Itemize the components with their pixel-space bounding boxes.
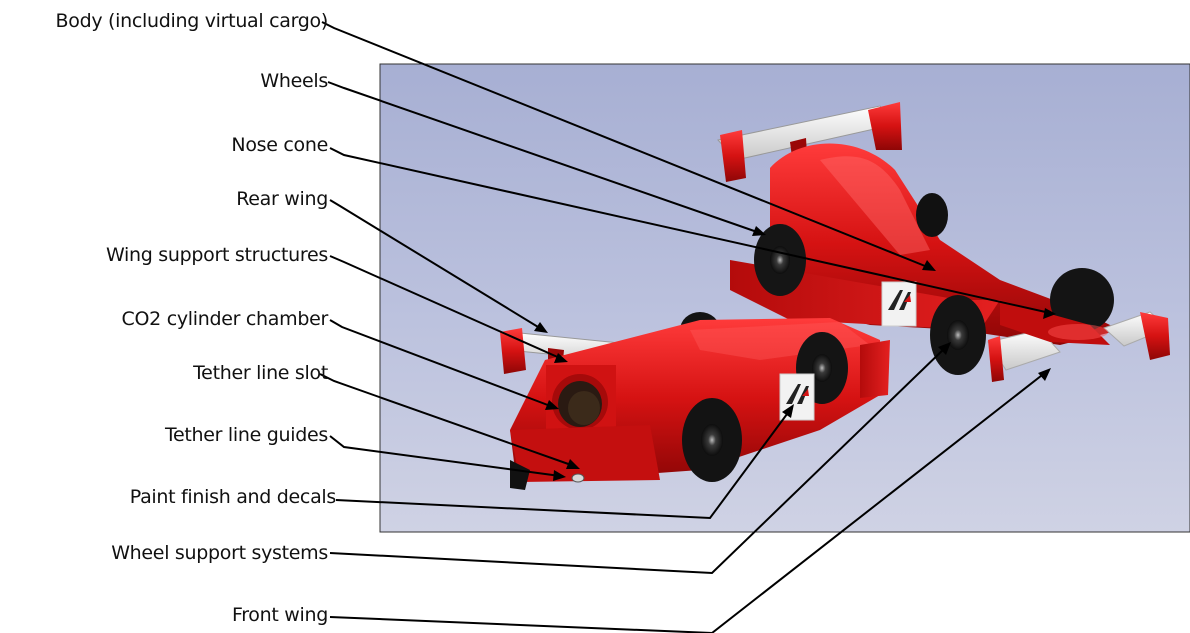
label-wheels: Wheels <box>260 70 328 92</box>
car-front-view-small <box>500 312 890 490</box>
label-wheel-support-systems: Wheel support systems <box>111 542 328 564</box>
label-paint-finish-decals: Paint finish and decals <box>129 486 337 508</box>
label-body: Body (including virtual cargo) <box>55 10 329 32</box>
label-tether-line-guides: Tether line guides <box>164 424 328 446</box>
label-front-wing: Front wing <box>231 604 328 626</box>
leader-lines <box>319 21 1056 633</box>
label-tether-line-slot: Tether line slot <box>193 362 328 384</box>
car-rear-view-large <box>717 102 1170 382</box>
label-rear-wing: Rear wing <box>236 188 328 210</box>
label-wing-support-structures: Wing support structures <box>105 244 328 266</box>
label-co2-cylinder-chamber: CO2 cylinder chamber <box>121 308 329 330</box>
label-nose-cone: Nose cone <box>231 134 328 156</box>
